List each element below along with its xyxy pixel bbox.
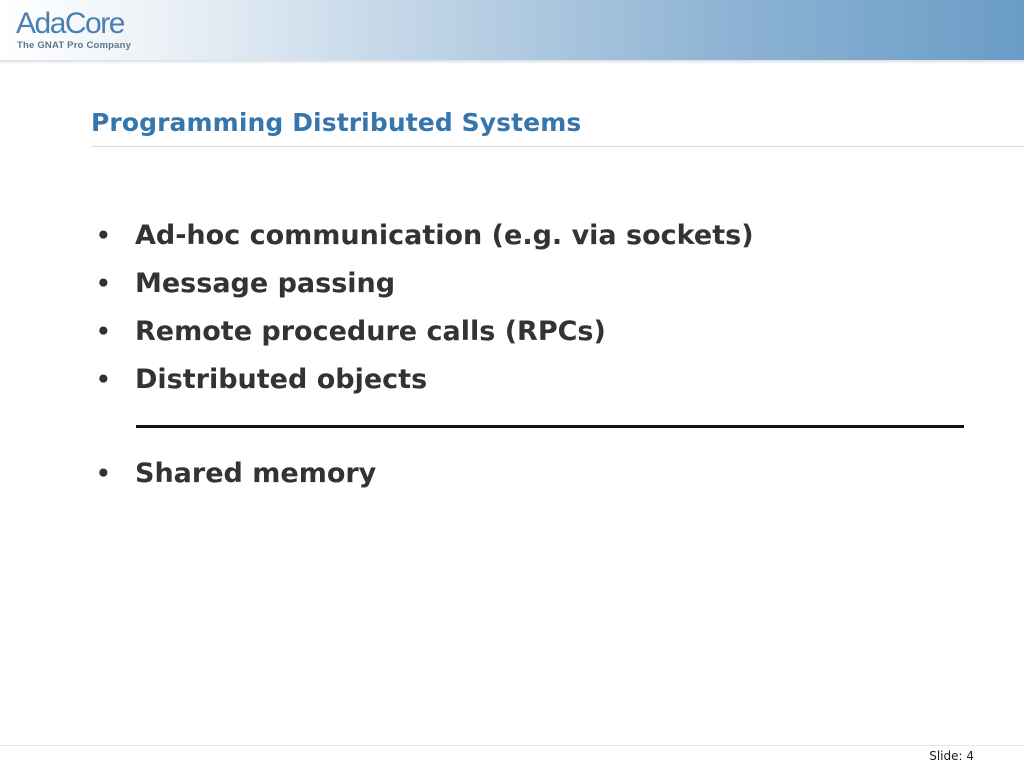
bullet-dot-icon: • — [96, 271, 111, 297]
bullet-text: Shared memory — [135, 458, 377, 489]
header-shadow — [0, 60, 1024, 64]
bullet-text: Distributed objects — [135, 364, 428, 395]
bullet-text: Message passing — [135, 268, 396, 299]
adacore-logo: AdaCore The GNAT Pro Company — [16, 8, 146, 54]
bullet-dot-icon: • — [96, 367, 111, 393]
logo-tagline: The GNAT Pro Company — [17, 40, 132, 51]
bullet-text: Ad-hoc communication (e.g. via sockets) — [135, 220, 754, 251]
slide-number: Slide: 4 — [929, 749, 974, 763]
section-divider — [136, 425, 964, 428]
slide-title: Programming Distributed Systems — [91, 108, 582, 137]
bullet-text: Remote procedure calls (RPCs) — [135, 316, 606, 347]
title-underline — [91, 146, 1024, 147]
footer-rule — [0, 745, 1024, 746]
bullet-dot-icon: • — [96, 319, 111, 345]
logo-word-ada: Ada — [16, 7, 66, 40]
bullet-dot-icon: • — [96, 461, 111, 487]
logo-wordmark: AdaCore — [16, 7, 126, 40]
logo-word-core: Core — [64, 7, 126, 40]
bullet-dot-icon: • — [96, 223, 111, 249]
header-band: AdaCore The GNAT Pro Company — [0, 0, 1024, 60]
